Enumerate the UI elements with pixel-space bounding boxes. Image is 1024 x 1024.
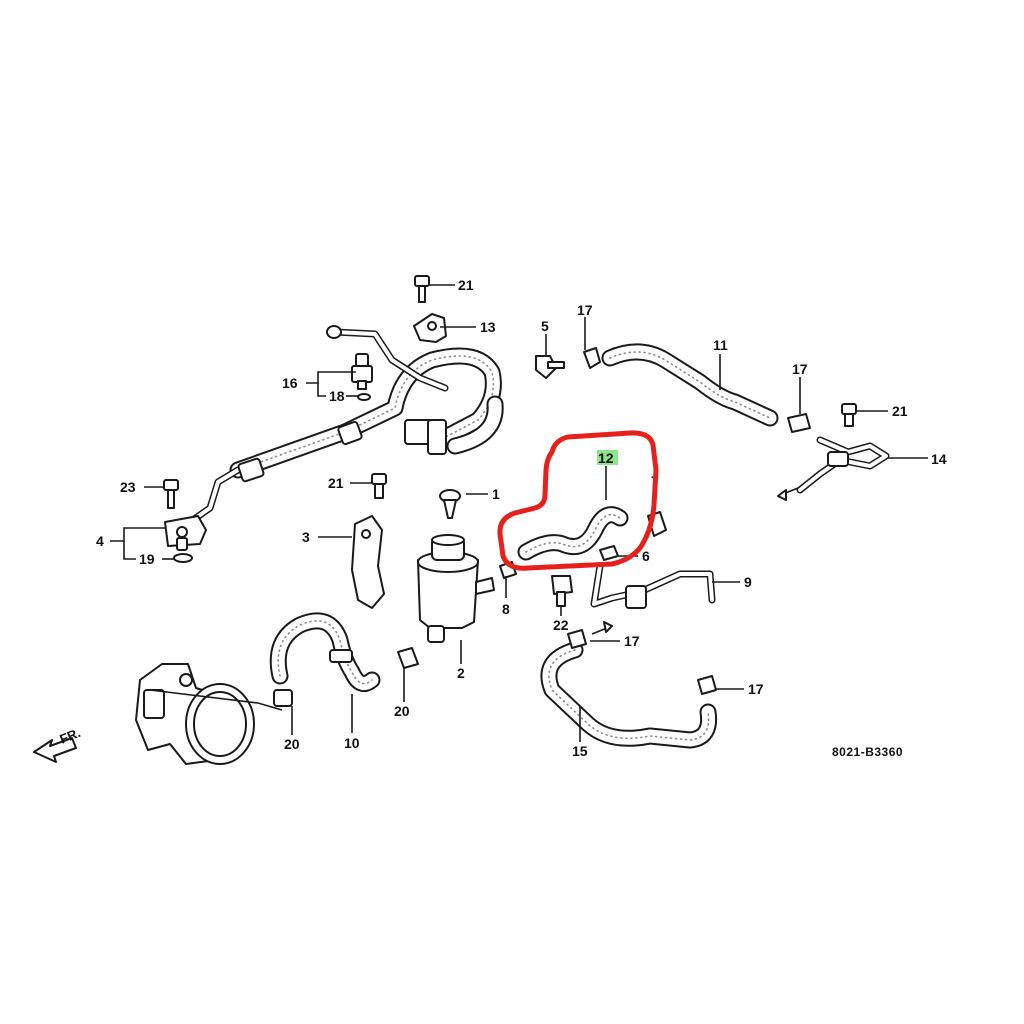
reservoir-2 — [417, 534, 495, 643]
clamp-13 — [413, 313, 447, 343]
pump-bracket — [164, 515, 207, 551]
feed-pipe-14 — [796, 436, 890, 494]
callout-6: 6 — [642, 548, 650, 564]
highlight-label-bg — [597, 450, 618, 465]
bolt-22 — [551, 575, 573, 607]
callout-21: 21 — [892, 403, 908, 419]
callout-1: 1 — [492, 486, 500, 502]
callout-13: 13 — [480, 319, 496, 335]
bracket-3 — [351, 515, 385, 609]
pipe-9 — [590, 562, 716, 609]
clamp-20-mid — [397, 647, 419, 669]
callout-20: 20 — [284, 736, 300, 752]
callout-10: 10 — [344, 735, 360, 751]
callout-17: 17 — [577, 302, 593, 318]
callout-4: 4 — [96, 533, 104, 549]
callout-12: 12 — [598, 450, 614, 466]
hose-15 — [540, 641, 718, 749]
front-indicator: FR. — [33, 725, 83, 763]
washer-19 — [173, 553, 193, 563]
clamp-17-mid — [567, 629, 587, 649]
callout-2: 2 — [457, 665, 465, 681]
callout-21: 21 — [328, 475, 344, 491]
clamp-20-left — [273, 689, 293, 707]
callout-18: 18 — [329, 388, 345, 404]
callout-15: 15 — [572, 743, 588, 759]
callout-17: 17 — [792, 361, 808, 377]
callout-20: 20 — [394, 703, 410, 719]
bolt-21-right — [841, 403, 857, 427]
callout-8: 8 — [502, 601, 510, 617]
pressure-switch — [351, 353, 373, 401]
callout-9: 9 — [744, 574, 752, 590]
callout-5: 5 — [541, 318, 549, 334]
callout-14: 14 — [931, 451, 947, 467]
callout-16: 16 — [282, 375, 298, 391]
leader-lines — [110, 284, 928, 742]
callout-labels: 21 13 5 17 11 17 21 14 16 18 23 21 1 12 … — [96, 277, 947, 759]
callout-17: 17 — [624, 633, 640, 649]
hose-10 — [269, 612, 381, 693]
callout-22: 22 — [553, 617, 569, 633]
bolt-21-mid — [371, 473, 387, 499]
highlight-outline — [497, 430, 659, 571]
callout-17: 17 — [748, 681, 764, 697]
bolt-5 — [535, 355, 565, 379]
clamp-6 — [599, 545, 619, 561]
hose-12 — [517, 506, 629, 561]
front-arrow-icon — [33, 737, 77, 763]
callout-21: 21 — [458, 277, 474, 293]
pump-body — [135, 663, 255, 765]
diagram-code: 8021-B3360 — [832, 745, 903, 759]
clip-1 — [439, 489, 461, 519]
clamp-17-bottom — [697, 675, 717, 695]
front-label: FR. — [58, 725, 83, 747]
bolt-23 — [163, 479, 179, 509]
clamp-17-right — [787, 413, 811, 433]
callout-23: 23 — [120, 479, 136, 495]
callout-3: 3 — [302, 529, 310, 545]
hose-11 — [601, 343, 779, 427]
bolt-21-top — [414, 275, 430, 303]
callout-19: 19 — [139, 551, 155, 567]
clamp-17-top — [583, 347, 601, 369]
callout-11: 11 — [713, 337, 728, 353]
high-pressure-line — [186, 325, 504, 526]
